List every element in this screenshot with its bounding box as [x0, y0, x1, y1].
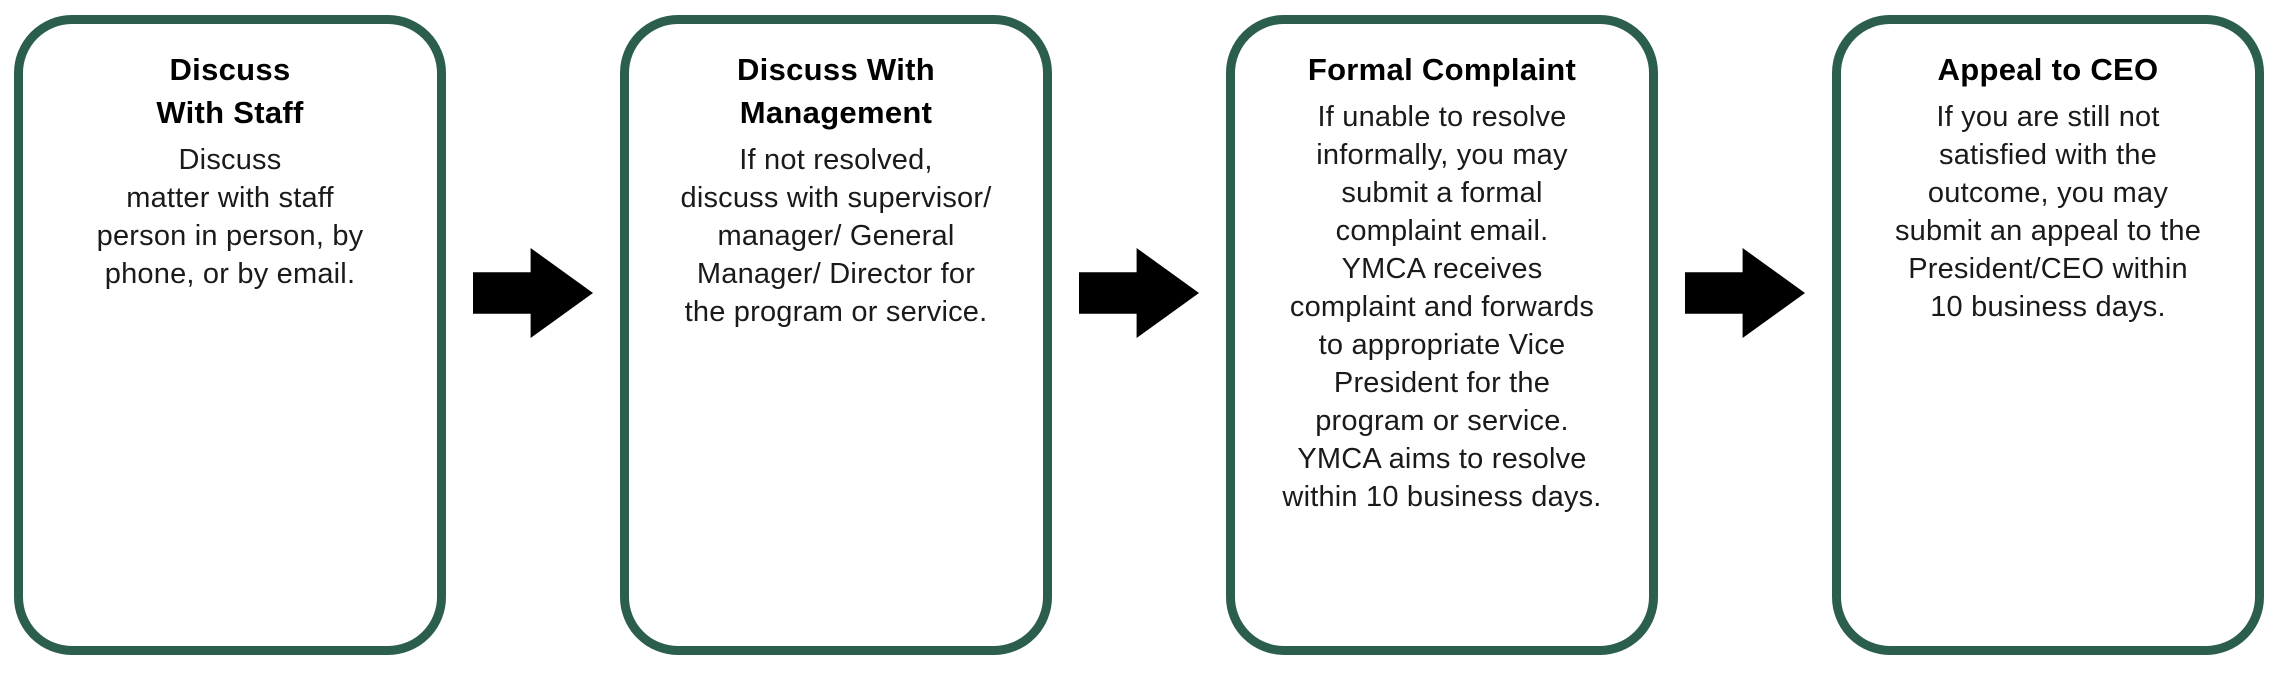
step-body: If not resolved, discuss with supervisor…: [680, 144, 992, 328]
step-title: Discuss With Staff: [156, 52, 304, 130]
arrow-right-icon: [473, 248, 593, 338]
arrow-right-icon: [1685, 248, 1805, 338]
arrow-right-icon: [1079, 248, 1199, 338]
step-box-discuss-with-management: Discuss With Management If not resolved,…: [620, 15, 1052, 655]
step-body: Discuss matter with staff person in pers…: [96, 144, 364, 290]
step-body: If you are still not satisfied with the …: [1894, 101, 2202, 323]
step-box-formal-complaint: Formal Complaint If unable to resolve in…: [1226, 15, 1658, 655]
step-box-appeal-to-ceo: Appeal to CEO If you are still not satis…: [1832, 15, 2264, 655]
step-body: If unable to resolve informally, you may…: [1282, 101, 1602, 513]
step-box-discuss-with-staff: Discuss With Staff Discuss matter with s…: [14, 15, 446, 655]
step-title: Formal Complaint: [1307, 52, 1577, 87]
step-title: Discuss With Management: [737, 52, 935, 130]
step-title: Appeal to CEO: [1937, 52, 2159, 87]
